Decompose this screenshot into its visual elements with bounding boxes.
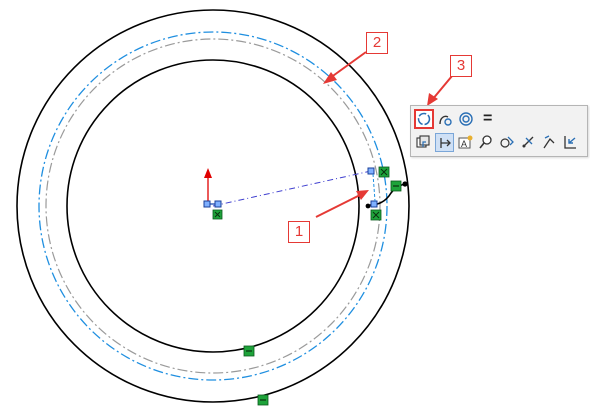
callout-label-2: 2 [366,32,388,54]
origin-icon [204,168,220,205]
trim-icon [522,136,534,148]
exit-sketch-icon [564,136,576,149]
selected-point[interactable] [367,167,375,175]
circle-button[interactable] [414,109,434,129]
zoom-to-selection-button[interactable] [477,133,495,151]
convert-entities-icon [439,137,451,148]
callout-label-3: 3 [450,55,472,77]
arc-start-point[interactable] [365,203,371,209]
display-relations-icon [500,136,514,148]
svg-text:A: A [461,139,467,149]
exit-sketch-button[interactable] [561,133,579,151]
display-relations-button[interactable] [498,133,516,151]
selected-point-2[interactable] [370,200,378,208]
equal-button[interactable]: = [483,110,493,127]
center-point-2[interactable] [214,200,222,208]
smart-dimension-button[interactable]: A [456,133,474,151]
tangent-arc-icon [439,115,452,126]
callout-arrow-2 [323,51,367,84]
construction-circle-blue[interactable] [38,31,388,381]
center-point[interactable] [203,200,211,208]
construction-circle-gray[interactable] [45,38,381,374]
callout-arrow-1 [315,190,369,218]
circle-icon [417,112,431,126]
smart-dimension-icon: A [458,135,473,149]
tangent-arc-button[interactable] [436,110,454,128]
view-normal-icon [416,135,430,148]
inner-circle[interactable] [66,59,360,353]
convert-entities-button[interactable] [435,133,454,152]
zoom-to-selection-icon [479,135,492,149]
callout-arrow-3 [427,75,453,106]
extend-button[interactable] [540,133,558,151]
view-normal-button[interactable] [414,133,432,151]
concentric-icon [459,112,473,126]
outer-circle[interactable] [16,9,410,403]
trim-button[interactable] [519,133,537,151]
callout-label-1: 1 [288,221,310,243]
radius-centerline[interactable] [212,170,372,207]
arc-endpoint[interactable] [402,181,408,187]
concentric-button[interactable] [457,110,475,128]
context-toolbar: = A [410,105,588,157]
extend-icon [543,135,555,149]
